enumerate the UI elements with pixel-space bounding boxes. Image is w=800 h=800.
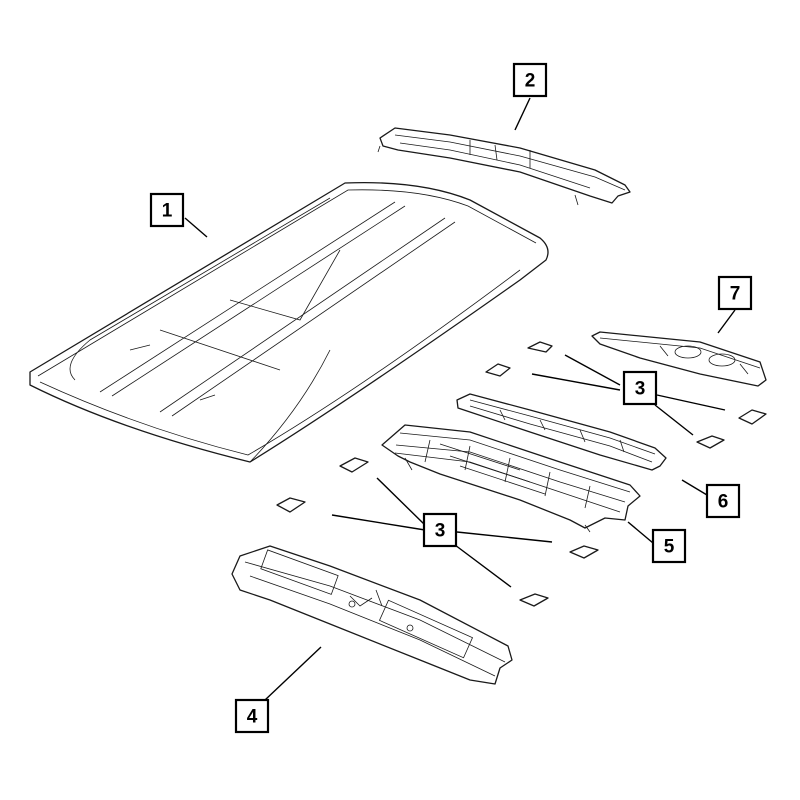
callout-5-label: 5 [664, 537, 675, 558]
callout-6: 6 [705, 483, 741, 519]
leader-3a-2 [531, 373, 621, 391]
callout-3-lower: 3 [422, 512, 458, 548]
leader-2 [514, 97, 531, 131]
callout-5: 5 [651, 528, 687, 564]
callout-2-label: 2 [525, 71, 536, 92]
leader-3a-4 [654, 404, 694, 436]
callout-6-label: 6 [718, 492, 729, 513]
leader-3a-3 [656, 394, 726, 411]
center-roof-bow [456, 393, 667, 471]
leader-3b-3 [456, 531, 553, 543]
roof-panel [29, 181, 549, 463]
leader-lines [184, 97, 736, 701]
clip-group-upper [485, 341, 767, 449]
callout-7-label: 7 [730, 284, 741, 305]
callout-1: 1 [149, 192, 185, 228]
leader-1 [184, 217, 208, 238]
clip-group-lower [276, 457, 599, 607]
rear-roof-bow [381, 424, 641, 533]
front-roof-header [377, 127, 631, 206]
callout-3-lower-label: 3 [435, 521, 446, 542]
leader-4 [264, 646, 322, 701]
leader-6 [681, 479, 708, 496]
leader-3b-1 [376, 477, 426, 526]
front-roof-bow [591, 331, 767, 387]
callout-1-label: 1 [162, 201, 173, 222]
callout-4-label: 4 [247, 707, 258, 728]
callout-7: 7 [717, 275, 753, 311]
callout-2: 2 [512, 62, 548, 98]
callout-4: 4 [234, 698, 270, 734]
leader-3b-4 [454, 544, 512, 588]
leader-3b-2 [331, 514, 426, 531]
callout-3-upper: 3 [622, 370, 658, 406]
leader-7 [717, 309, 736, 334]
leader-5 [627, 521, 654, 544]
rear-roof-header [231, 545, 513, 685]
callout-3-upper-label: 3 [635, 379, 646, 400]
leader-3a-1 [564, 354, 621, 386]
